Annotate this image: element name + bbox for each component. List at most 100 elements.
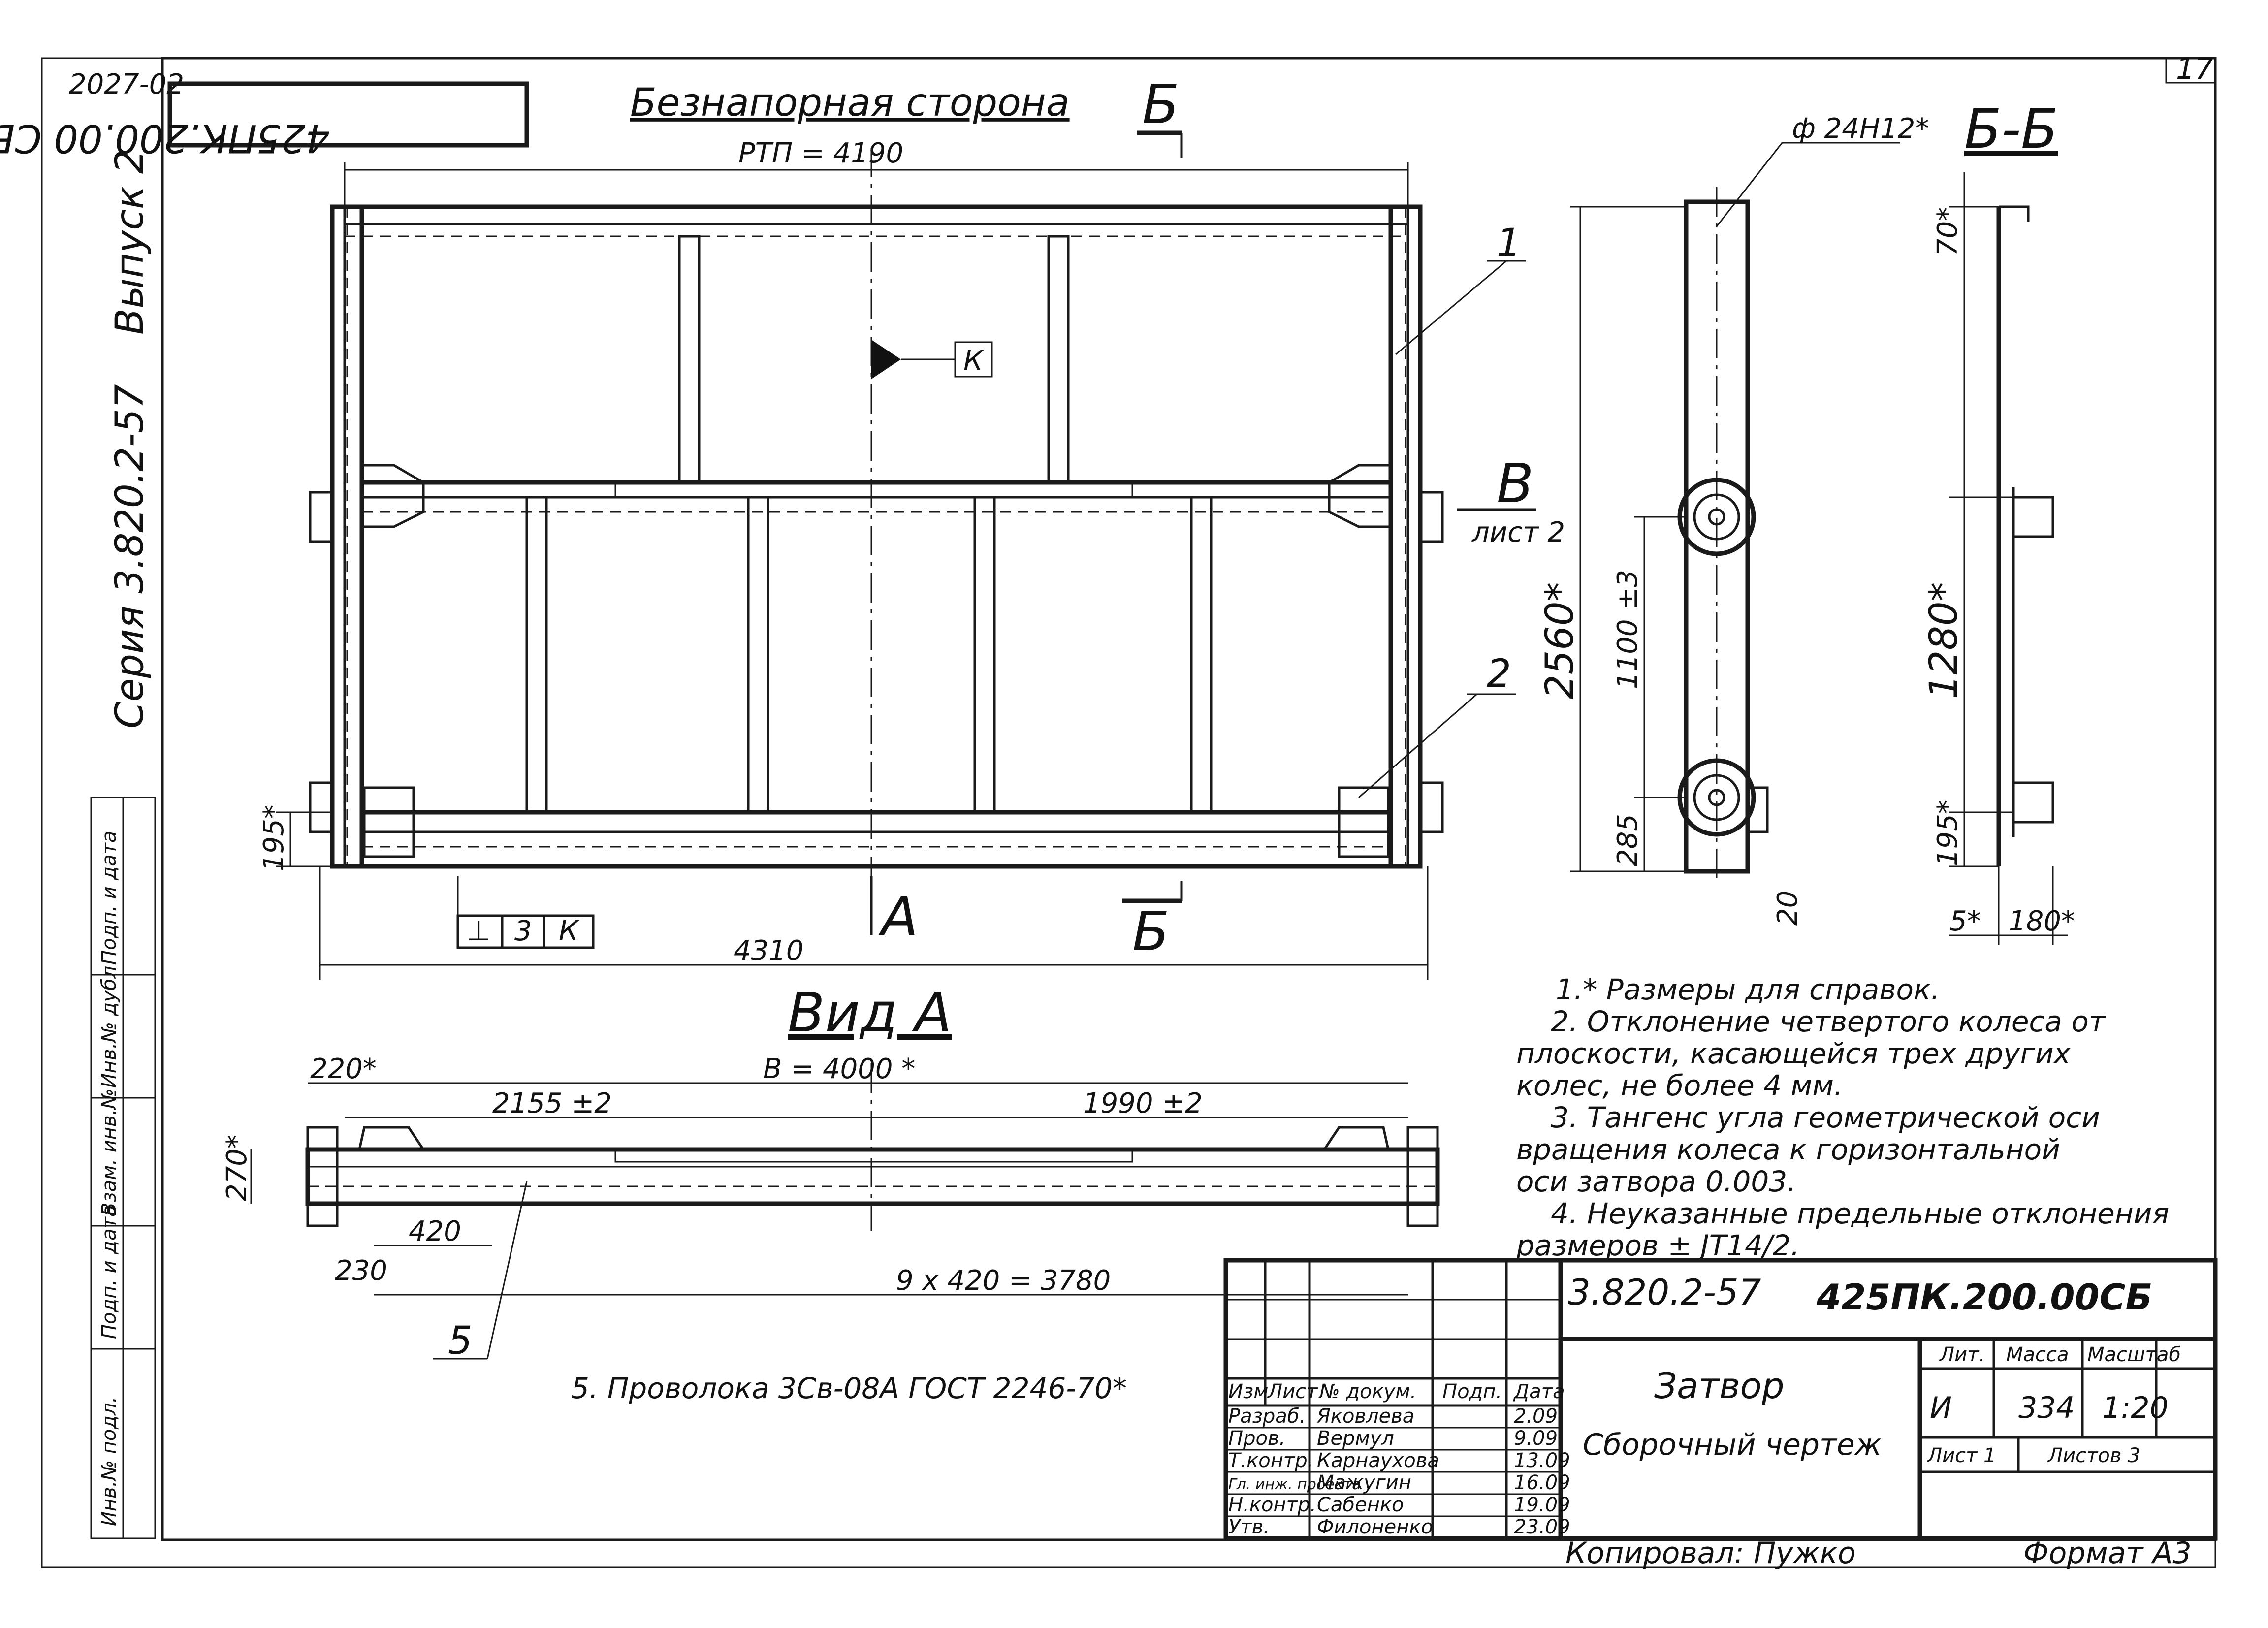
bb-dim-1280: 1280* [1922, 582, 1966, 699]
lit-label: Лит. [1939, 1343, 1985, 1366]
bb-dim-70: 70* [1932, 207, 1964, 256]
row-role-1: Разраб. [1228, 1405, 1306, 1428]
side-view [1570, 142, 1900, 881]
format-label: Формат А3 [2023, 1536, 2192, 1570]
note-line-4: колес, не более 4 мм. [1516, 1069, 1843, 1102]
sheet-number: 17 [2176, 52, 2213, 86]
sheet-label: Лист 1 [1926, 1444, 1996, 1467]
dim-1100: 1100 ±3 [1612, 570, 1644, 689]
note-5: 5. Проволока 3Св-08А ГОСТ 2246-70* [571, 1372, 1127, 1405]
dim-195-left [276, 811, 332, 867]
issue-label: Выпуск 2 [108, 149, 152, 335]
bb-dim-5: 5* [1949, 905, 1981, 937]
section-mark-b-bottom: Б [1132, 900, 1169, 963]
sheets-label: Листов 3 [2047, 1444, 2140, 1467]
title-block-name: Затвор [1654, 1365, 1784, 1406]
section-bb-title: Б-Б [1964, 97, 2058, 160]
approval-strip [90, 797, 156, 1539]
note-line-1: 1.* Размеры для справок. [1556, 973, 1940, 1006]
dim-285: 285 [1612, 814, 1644, 866]
perp-value: 3 [514, 915, 532, 947]
rtp-dim-text: РТП = 4190 [738, 137, 903, 169]
weld-symbol [871, 340, 993, 379]
section-b-sheet: лист 2 [1471, 516, 1565, 548]
row-name-5: Сабенко [1317, 1494, 1404, 1516]
callout-1: 1 [1497, 221, 1521, 265]
callout-5: 5 [448, 1319, 473, 1363]
col-header-sign: Подп. [1442, 1380, 1502, 1403]
dim-195-left-text: 195* [258, 805, 290, 871]
strip-label-5: Инв.№ подл. [98, 1397, 121, 1526]
row-date-3: 13.09 [1514, 1449, 1570, 1472]
dim-b-4000: В = 4000 * [763, 1053, 915, 1085]
strip-label-3: Взам. инв.№ [98, 1088, 121, 1216]
scale-value: 1:20 [2102, 1391, 2169, 1425]
row-date-4: 16.09 [1514, 1471, 1570, 1494]
weld-mark-k: К [963, 345, 984, 377]
dim-420: 420 [409, 1215, 461, 1247]
col-header-doc: № докум. [1318, 1380, 1416, 1403]
note-line-5: 3. Тангенс угла геометрической оси [1551, 1101, 2100, 1134]
rtp-dimension [344, 162, 1409, 207]
title-block-subtitle: Сборочный чертеж [1583, 1428, 1882, 1462]
section-b-mark: В [1497, 452, 1533, 515]
col-header-date: Дата [1513, 1380, 1565, 1403]
strip-label-4: Подп. и дата [98, 1205, 121, 1339]
dim-pitch: 9 х 420 = 3780 [896, 1265, 1111, 1297]
note-line-2: 2. Отклонение четвертого колеса от [1551, 1005, 2107, 1038]
title-block-code: 425ПК.200.00СБ [1816, 1277, 2152, 1318]
lit-value: И [1930, 1391, 1952, 1425]
row-date-1: 2.09 [1514, 1405, 1558, 1428]
section-mark-bottom [1122, 881, 1183, 903]
col-header-izm: Изм [1228, 1380, 1268, 1403]
series-label: Серия 3.820.2-57 [108, 384, 152, 729]
strip-label-2: Инв.№ дубл. [98, 959, 121, 1088]
row-role-2: Пров. [1228, 1427, 1285, 1450]
row-role-5: Н.контр. [1228, 1494, 1316, 1516]
title-block-series: 3.820.2-57 [1568, 1272, 1761, 1313]
svg-text:425ПК.200.00 СБ: 425ПК.200.00 СБ [0, 116, 330, 160]
section-mark-b-top: Б [1142, 73, 1179, 136]
scale-label: Масштаб [2087, 1343, 2181, 1366]
archive-number: 2027-02 [69, 68, 184, 100]
row-name-2: Вермул [1317, 1427, 1394, 1450]
side-label: Безнапорная сторона [630, 81, 1070, 125]
gate-frame [309, 148, 1444, 935]
overall-dim-text: 4310 [734, 935, 804, 967]
copied-by: Копировал: Пужко [1565, 1536, 1856, 1570]
dim-20: 20 [1772, 891, 1804, 926]
row-date-5: 19.09 [1514, 1494, 1570, 1516]
row-role-3: Т.контр. [1228, 1449, 1313, 1472]
note-line-3: плоскости, касающейся трех других [1516, 1037, 2071, 1070]
view-a [250, 1063, 1440, 1360]
dim-270: 270* [221, 1135, 253, 1201]
dim-230: 230 [335, 1255, 387, 1287]
callout-2: 2 [1487, 652, 1511, 696]
perpendicularity-frame [456, 876, 595, 949]
view-a-title: Вид А [788, 981, 952, 1044]
dim-2155: 2155 ±2 [492, 1087, 612, 1119]
col-header-list: Лист [1267, 1380, 1318, 1403]
bb-dim-195: 195* [1932, 800, 1964, 866]
callout-2-leader [1358, 693, 1477, 798]
callout-1-leader [1395, 260, 1507, 355]
note-line-6: вращения колеса к горизонтальной [1516, 1133, 2060, 1166]
title-block-grid [1223, 1258, 2218, 1541]
sheet-frame [41, 57, 2217, 1568]
strip-label-1: Подп. и дата [98, 831, 121, 965]
row-name-1: Яковлева [1316, 1405, 1414, 1428]
row-name-3: Карнаухова [1317, 1449, 1439, 1472]
section-mark-top [1137, 130, 1183, 158]
perp-symbol: ⊥ [467, 915, 491, 947]
upside-down-stamp: 425ПК.200.00 СБ [0, 81, 529, 160]
bore-label: ф 24Н12* [1792, 113, 1929, 145]
row-date-2: 9.09 [1514, 1427, 1558, 1450]
note-line-8: 4. Неуказанные предельные отклонения [1551, 1197, 2169, 1230]
row-name-4: Мажугин [1317, 1471, 1411, 1494]
dim-1990: 1990 ±2 [1083, 1087, 1203, 1119]
row-date-6: 23.09 [1514, 1516, 1570, 1538]
view-a-mark: А [878, 885, 918, 948]
note-line-7: оси затвора 0.003. [1516, 1165, 1796, 1198]
mass-label: Масса [2006, 1343, 2069, 1366]
